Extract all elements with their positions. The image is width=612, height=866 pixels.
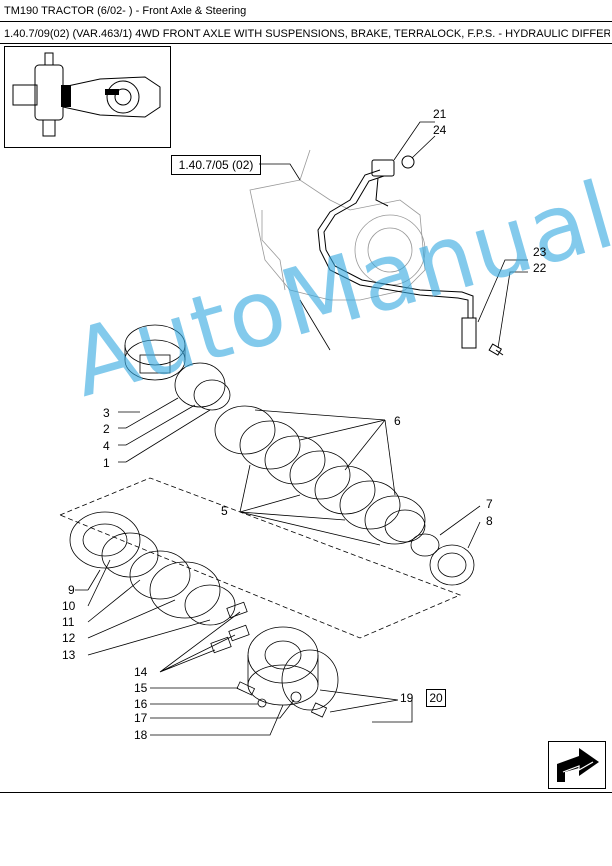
callout-13: 13 <box>62 648 76 662</box>
callout-10: 10 <box>62 599 76 613</box>
friction-disc-stack <box>214 405 426 545</box>
callout-22: 22 <box>533 261 547 275</box>
callout-4: 4 <box>103 439 110 453</box>
callout-11: 11 <box>62 615 75 629</box>
axle-housing <box>249 149 426 301</box>
callout-6: 6 <box>394 414 401 428</box>
callout-20-box: 20 <box>426 689 446 707</box>
next-page-arrow-icon <box>557 748 599 782</box>
reference-box[interactable]: 1.40.7/05 (02) <box>171 155 261 175</box>
page-subtitle: 1.40.7/09(02) (VAR.463/1) 4WD FRONT AXLE… <box>4 28 610 40</box>
callout-7: 7 <box>486 497 493 511</box>
callout-17: 17 <box>134 711 148 725</box>
callout-23: 23 <box>533 245 547 259</box>
springs-part-14 <box>210 601 250 654</box>
page-title: TM190 TRACTOR (6/02- ) - Front Axle & St… <box>4 5 247 17</box>
callout-9: 9 <box>68 583 75 597</box>
hydraulic-pipe <box>317 155 504 356</box>
callout-2: 2 <box>103 422 110 436</box>
callout-1: 1 <box>103 456 110 470</box>
callout-15: 15 <box>134 681 148 695</box>
callout-14: 14 <box>134 665 148 679</box>
footer-divider <box>0 792 612 793</box>
subtitle-divider <box>0 43 612 44</box>
callout-16: 16 <box>134 697 148 711</box>
callout-3: 3 <box>103 406 110 420</box>
callout-18: 18 <box>134 728 148 742</box>
clutch-drum-part-3 <box>124 324 186 381</box>
callout-24: 24 <box>433 123 447 137</box>
axle-thumbnail[interactable] <box>4 46 171 148</box>
next-page-button[interactable] <box>548 741 606 789</box>
callout-8: 8 <box>486 514 493 528</box>
cover-part-18 <box>247 626 319 706</box>
callout-12: 12 <box>62 631 76 645</box>
callout-21: 21 <box>433 107 447 121</box>
callout-19: 19 <box>400 691 414 705</box>
callout-5: 5 <box>221 504 228 518</box>
header-divider <box>0 21 612 22</box>
